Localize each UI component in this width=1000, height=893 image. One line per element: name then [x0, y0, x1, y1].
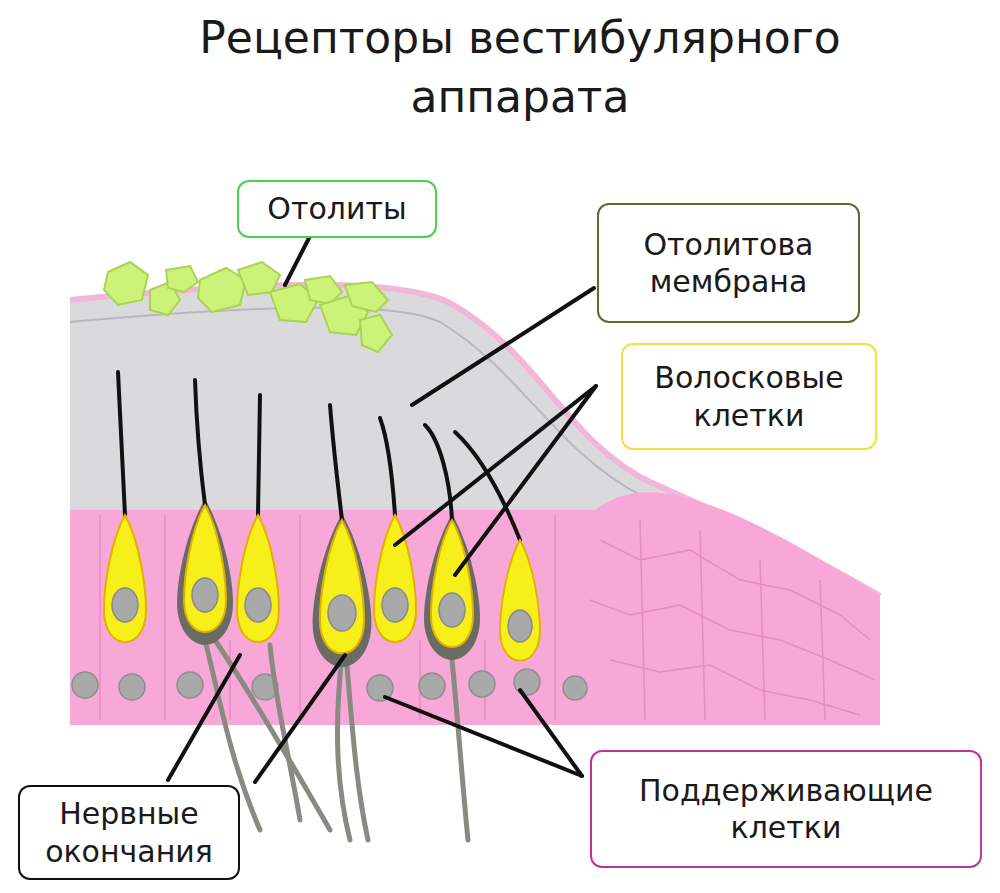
supporting-cells-label-box: Поддерживающие клетки: [590, 750, 982, 868]
nerve-calyx: [177, 499, 480, 667]
otoliths-label-box: Отолиты: [237, 180, 437, 238]
otolith-membrane: [70, 285, 880, 725]
nerve-endings-label-box: Нервные окончания: [18, 785, 240, 880]
hair-cells-label-box: Волосковые клетки: [621, 343, 877, 450]
otoliths: [104, 262, 392, 352]
label-text: Отолиты: [267, 190, 406, 228]
hair-cell-nuclei: [112, 578, 532, 642]
epithelium: [70, 492, 880, 725]
nerve-fibers: [205, 640, 468, 840]
membrane-label-box: Отолитова мембрана: [597, 203, 860, 323]
leader-lines: [168, 236, 596, 782]
label-text: Волосковые клетки: [637, 359, 861, 434]
label-text: Отолитова мембрана: [613, 226, 844, 301]
hair-bundles: [118, 372, 520, 540]
hair-cells: [104, 505, 540, 661]
diagram-title: Рецепторы вестибулярного аппарата: [100, 8, 940, 127]
label-text: Поддерживающие клетки: [606, 772, 966, 847]
label-text: Нервные окончания: [34, 795, 224, 870]
